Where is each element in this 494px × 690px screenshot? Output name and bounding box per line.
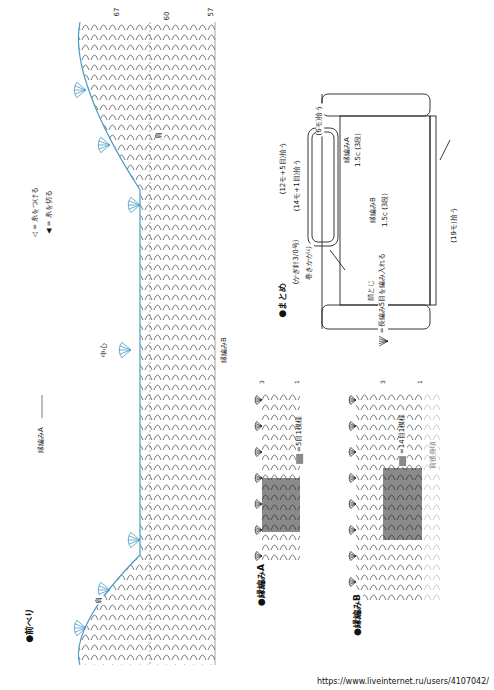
chart-label: 縁編みB	[370, 196, 378, 224]
chart-label: 1.5c (3段)	[382, 192, 390, 228]
chart-label: 巻きかがり	[306, 244, 314, 281]
chart-label: ●縁編みB	[353, 593, 363, 637]
chart-label: 3	[259, 379, 266, 385]
chart-label: ●前べり	[25, 607, 35, 644]
legend-item: =14目1模様	[399, 413, 407, 467]
chart-label: (6モ)拾う	[316, 104, 324, 137]
chart-label: 縁編みB	[221, 336, 229, 364]
legend-symbol	[378, 335, 388, 347]
chart-label: 縁編みA	[38, 426, 46, 454]
chart-label: 肩	[96, 596, 104, 605]
chart-label: (かぎ針3/0号)	[293, 239, 301, 286]
chart-label: 60	[164, 11, 172, 22]
stitch-band	[150, 22, 215, 665]
legend-item: =長編み5目を編み入れる	[378, 252, 388, 348]
edging-b-chart	[356, 392, 422, 602]
edge-line	[78, 22, 140, 665]
chart-label: 縁編みA	[344, 136, 352, 164]
legend-item: =5目1模様	[296, 415, 304, 465]
chart-label: 1.5c (3段)	[355, 132, 363, 168]
stitch-area	[78, 22, 150, 665]
chart-label: (19モ)拾う	[451, 206, 459, 243]
legend-swatch	[400, 456, 407, 466]
chart-label: (14モ+1目)拾う	[294, 158, 302, 213]
chart-label: 中心	[101, 342, 109, 358]
edging-a-chart	[262, 392, 300, 564]
chart-label: ●まとめ	[278, 282, 288, 319]
watermark: https://www.liveinternet.ru/users/410704…	[316, 678, 490, 687]
chart-label: (12モ+5目)拾う	[280, 141, 288, 196]
legend-text: =14目1模様	[399, 414, 407, 454]
chart-label: 57	[208, 7, 216, 18]
legend-swatch	[297, 454, 304, 464]
chart-label: 1	[294, 379, 301, 385]
chart-label: 鎖とじ	[368, 279, 376, 302]
chart-label: ◁ = 糸をつける	[32, 186, 40, 239]
chart-label: 3	[380, 379, 387, 385]
chart-label: ◀ = 糸を切る	[46, 189, 54, 235]
chart-label: 前後身頃	[430, 440, 438, 470]
legend-text: =5目1模様	[296, 416, 304, 452]
legend-text: =長編み5目を編み入れる	[379, 253, 387, 333]
chart-label: 肩	[156, 131, 164, 140]
chart-label: ●縁編みA	[257, 563, 267, 607]
chart-label: 67	[114, 7, 122, 18]
chart-label: 1	[417, 379, 424, 385]
shell-stitch	[74, 82, 140, 635]
